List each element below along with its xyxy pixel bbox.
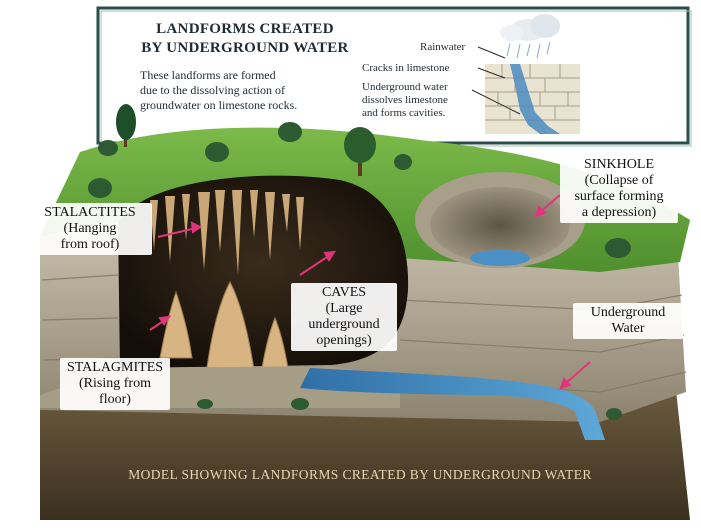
- dissolves-line: dissolves limestone: [362, 94, 448, 106]
- underground-stream: [300, 368, 605, 440]
- stalactites: [150, 190, 304, 275]
- rainwater-label: Rainwater: [420, 41, 466, 53]
- sinkhole-water: [470, 250, 530, 266]
- limestone-inset-diagram: [471, 14, 580, 134]
- description-line: due to the dissolving action of: [140, 83, 285, 97]
- board-title: LANDFORMS CREATED BY UNDERGROUND WATER: [104, 20, 386, 58]
- label-line: (Rising from: [79, 376, 151, 391]
- sinkhole-label: SINKHOLE (Collapse of surface forming a …: [560, 155, 678, 223]
- model-caption: MODEL SHOWING LANDFORMS CREATED BY UNDER…: [128, 467, 592, 482]
- info-board: [96, 6, 692, 147]
- label-line: SINKHOLE: [584, 157, 654, 172]
- label-line: from roof): [60, 237, 120, 252]
- label-line: (Large: [325, 301, 363, 316]
- label-line: CAVES: [321, 285, 367, 300]
- tree-icon: [344, 127, 376, 176]
- dissolves-label: Underground water dissolves limestone an…: [362, 81, 448, 120]
- label-line: openings): [316, 333, 372, 348]
- soil-base: [40, 390, 690, 520]
- rain-cloud-icon: [500, 14, 560, 59]
- dissolves-line: and forms cavities.: [362, 107, 446, 119]
- board-title-line: BY UNDERGROUND WATER: [141, 40, 349, 56]
- stalagmites-label: STALAGMITES (Rising from floor): [60, 358, 170, 410]
- cracks-label: Cracks in limestone: [362, 62, 450, 74]
- board-description: These landforms are formed due to the di…: [140, 68, 340, 113]
- stalagmites: [159, 280, 289, 384]
- label-line: Water: [611, 321, 645, 336]
- label-line: surface forming: [574, 189, 664, 204]
- label-line: (Hanging: [63, 221, 117, 236]
- label-line: STALACTITES: [44, 205, 136, 220]
- underground-water-label: Underground Water: [573, 303, 683, 339]
- pointer-arrows: [149, 194, 591, 390]
- sinkhole-pit: [430, 187, 570, 263]
- tree-icon: [116, 104, 136, 147]
- label-line: STALAGMITES: [66, 360, 164, 375]
- board-title-line: LANDFORMS CREATED: [156, 21, 334, 37]
- description-line: These landforms are formed: [140, 68, 276, 82]
- description-line: groundwater on limestone rocks.: [140, 98, 298, 112]
- caves-label: CAVES (Large underground openings): [291, 283, 397, 351]
- label-line: (Collapse of: [584, 173, 654, 188]
- label-line: Underground: [590, 305, 666, 320]
- label-line: a depression): [581, 205, 657, 220]
- label-line: underground: [308, 317, 380, 332]
- label-line: floor): [99, 392, 131, 407]
- dissolves-line: Underground water: [362, 81, 448, 93]
- bush-icon: [88, 122, 631, 420]
- stalactites-label: STALACTITES (Hanging from roof): [28, 203, 152, 255]
